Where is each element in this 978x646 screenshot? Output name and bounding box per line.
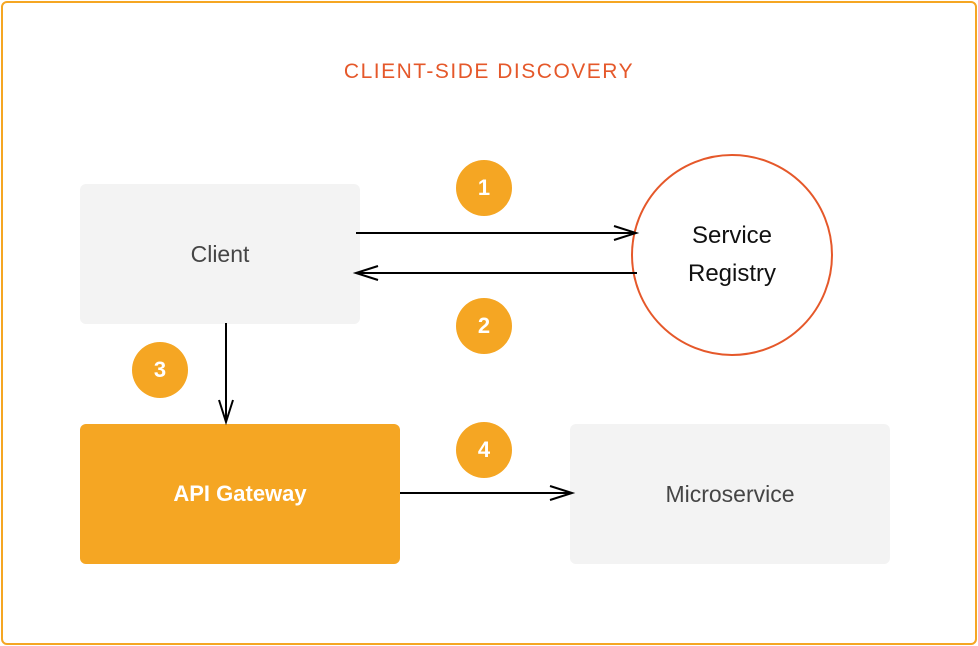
api-gateway-node: API Gateway xyxy=(80,424,400,564)
step-badge-3: 3 xyxy=(132,342,188,398)
step-number: 3 xyxy=(153,357,167,382)
step-badge-4: 4 xyxy=(456,422,512,478)
service-registry-label-line2: Registry xyxy=(687,260,777,287)
diagram-title: CLIENT-SIDE DISCOVERY xyxy=(343,60,635,83)
api-gateway-label: API Gateway xyxy=(173,481,307,506)
step-number: 2 xyxy=(477,313,491,338)
client-label: Client xyxy=(190,240,250,267)
step-number: 4 xyxy=(477,437,491,462)
client-node: Client xyxy=(80,184,360,324)
service-registry-label-line1: Service xyxy=(691,222,773,249)
step-badge-1: 1 xyxy=(456,160,512,216)
microservice-node: Microservice xyxy=(570,424,890,564)
service-registry-node: Service Registry xyxy=(631,154,833,356)
step-badge-2: 2 xyxy=(456,298,512,354)
microservice-label: Microservice xyxy=(665,480,795,507)
step-number: 1 xyxy=(477,175,491,200)
